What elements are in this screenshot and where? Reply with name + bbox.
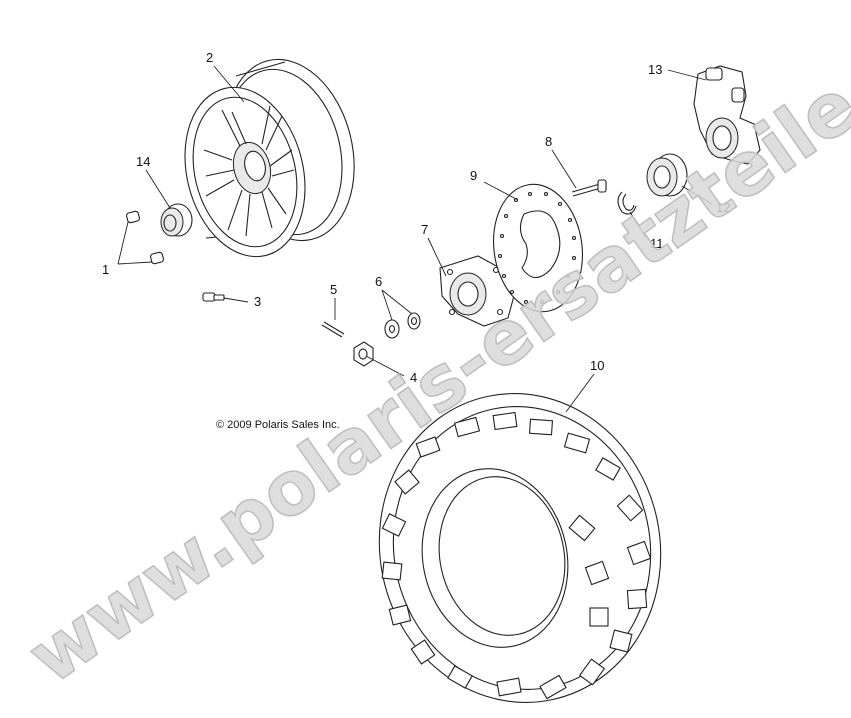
hub-cap <box>160 203 193 237</box>
callout-12: 12 <box>716 200 730 215</box>
lug-nuts <box>126 210 164 265</box>
callouts: 1 2 3 4 5 6 7 8 9 10 11 12 13 14 <box>102 50 730 385</box>
callout-1: 1 <box>102 262 109 277</box>
callout-8: 8 <box>545 134 552 149</box>
retaining-ring <box>617 191 637 215</box>
callout-11: 11 <box>650 236 664 251</box>
copyright-notice: © 2009 Polaris Sales Inc. <box>216 419 340 431</box>
callout-5: 5 <box>330 282 337 297</box>
bolt <box>571 179 607 197</box>
brake-disc <box>492 183 584 313</box>
wheel-rim <box>184 58 355 258</box>
bearing <box>646 153 688 197</box>
callout-9: 9 <box>470 168 477 183</box>
tire <box>378 393 662 703</box>
wheel-hub <box>439 255 516 327</box>
washers <box>384 312 421 339</box>
callout-10: 10 <box>590 358 604 373</box>
callout-14: 14 <box>136 154 150 169</box>
callout-13: 13 <box>648 62 662 77</box>
callout-4: 4 <box>410 370 417 385</box>
callout-2: 2 <box>206 50 213 65</box>
steering-knuckle <box>693 65 761 165</box>
tire-tread <box>381 411 652 700</box>
callout-7: 7 <box>421 222 428 237</box>
valve-stem <box>202 292 225 302</box>
cotter-pin <box>321 321 345 338</box>
callout-3: 3 <box>254 294 261 309</box>
castle-nut <box>353 341 374 367</box>
leader-lines <box>117 65 713 413</box>
callout-6: 6 <box>375 274 382 289</box>
